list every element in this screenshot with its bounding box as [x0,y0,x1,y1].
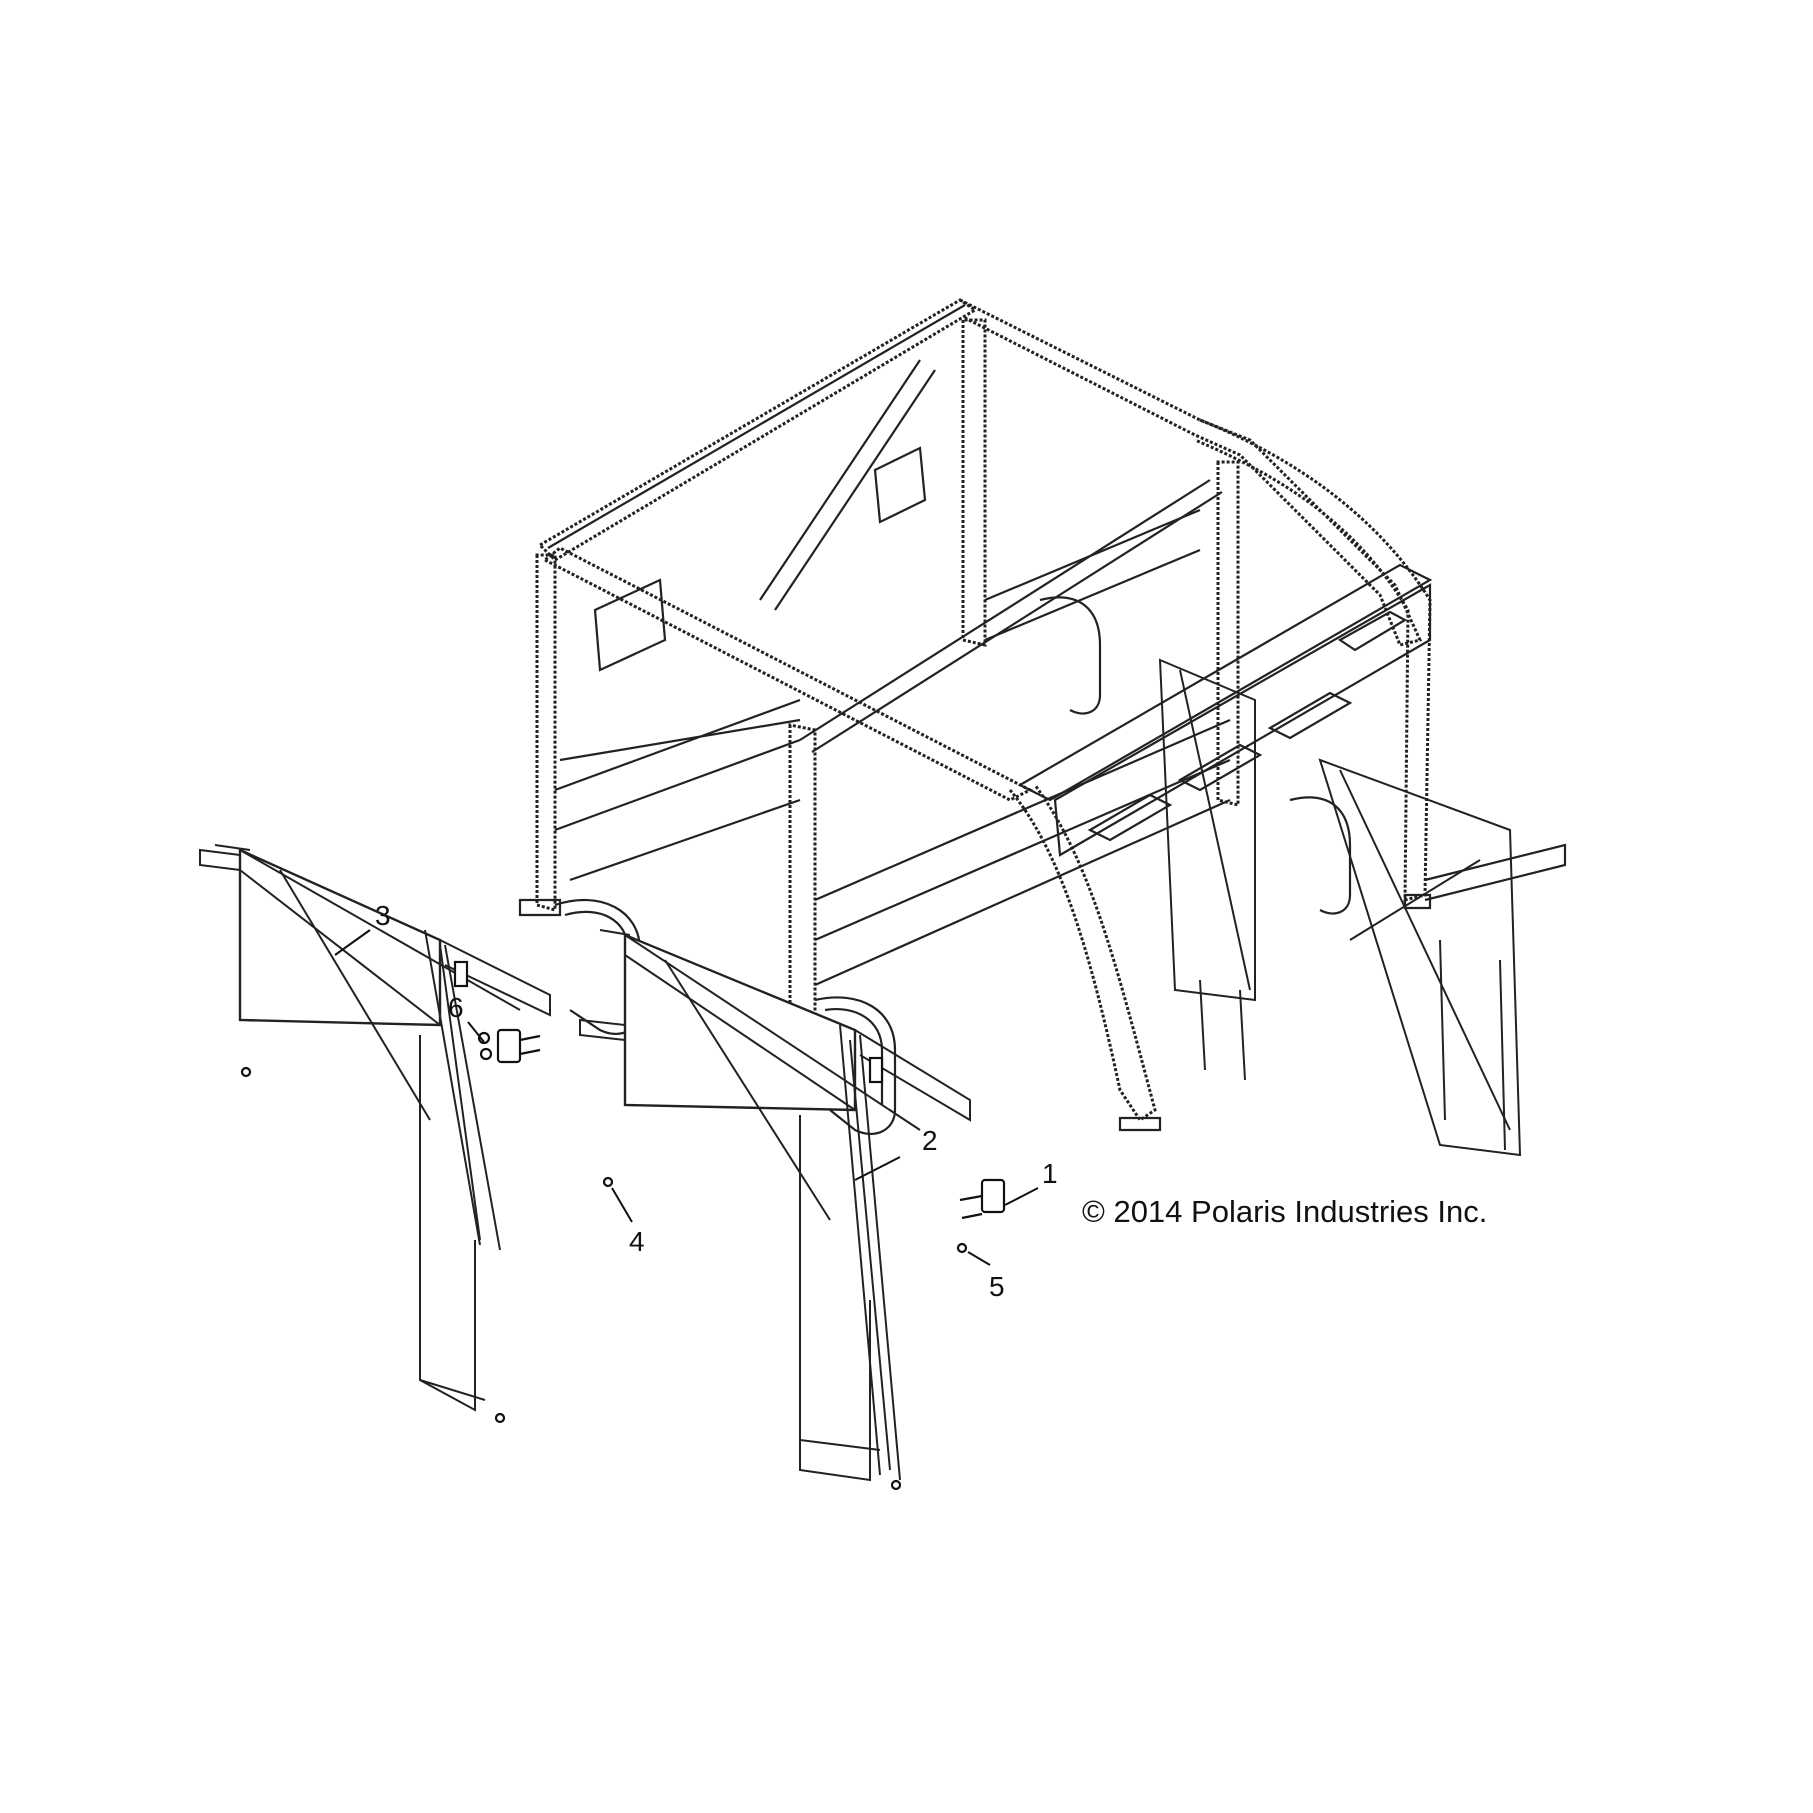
latch-hardware-6 [477,1028,541,1064]
callout-leaders [334,929,1039,1266]
callout-6: 6 [448,992,464,1023]
screw-left [240,1066,252,1078]
screw-5 [956,1242,968,1254]
installed-net-panel-right [1318,758,1522,1157]
screw-4 [602,1176,614,1188]
installed-net-panel-left [1158,658,1256,1081]
callout-5: 5 [989,1271,1005,1302]
callout-4: 4 [629,1226,645,1257]
callout-labels: 1 2 3 4 5 6 [375,900,1058,1302]
callout-2: 2 [922,1125,938,1156]
net-panel-2 [579,929,971,1491]
callout-3: 3 [375,900,391,931]
callout-1: 1 [1042,1158,1058,1189]
latch-hardware-1 [959,1178,1006,1220]
copyright-notice: © 2014 Polaris Industries Inc. [1082,1194,1487,1229]
net-panel-3 [199,844,551,1424]
